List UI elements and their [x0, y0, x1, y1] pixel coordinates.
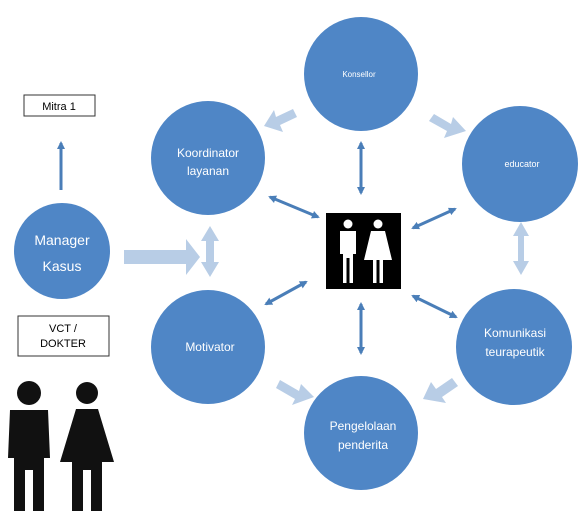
komunikasi-node: Komunikasi teurapeutik — [456, 289, 572, 405]
pengelolaan-label-line1: Pengelolaan — [330, 419, 397, 433]
koordinator-label-line2: layanan — [187, 164, 229, 178]
arrow-hub-educator — [411, 207, 457, 230]
konsellor-node: Konsellor — [304, 17, 418, 131]
vct-label-line2: DOKTER — [40, 338, 86, 350]
couple-silhouette-icon — [8, 381, 114, 511]
arrow-hub-komunikasi — [411, 294, 458, 319]
arrow-educator-komunikasi — [513, 222, 529, 275]
vct-dokter-box: VCT / DOKTER — [17, 315, 110, 357]
arrow-motivator-pengelolaan — [276, 380, 314, 405]
dark-connector-arrows — [57, 141, 458, 355]
motivator-node: Motivator — [151, 290, 265, 404]
motivator-label: Motivator — [185, 340, 234, 354]
konsellor-label: Konsellor — [342, 70, 376, 79]
arrow-hub-motivator — [264, 280, 308, 306]
manager-label-line1: Manager — [34, 232, 90, 248]
manager-label-line2: Kasus — [43, 258, 82, 274]
arrow-konsellor-educator — [429, 114, 466, 138]
arrow-koordinator-motivator — [201, 226, 219, 277]
arrow-komunikasi-pengelolaan — [423, 378, 458, 403]
komunikasi-label-line1: Komunikasi — [484, 326, 546, 340]
pengelolaan-label-line2: penderita — [338, 438, 388, 452]
arrow-manager-to-hub — [124, 239, 200, 275]
educator-label: educator — [504, 159, 539, 169]
mitra-label: Mitra 1 — [42, 101, 76, 113]
komunikasi-label-line2: teurapeutik — [485, 345, 545, 359]
arrow-koordinator-konsellor — [264, 109, 297, 132]
man-woman-restroom-icon — [326, 213, 401, 289]
koordinator-node: Koordinator layanan — [151, 101, 265, 215]
educator-node: educator — [462, 106, 578, 222]
koordinator-label-line1: Koordinator — [177, 146, 239, 160]
arrow-hub-koordinator — [268, 195, 320, 219]
manager-kasus-node: Manager Kasus — [14, 203, 110, 299]
light-connector-arrows — [124, 109, 529, 405]
pengelolaan-node: Pengelolaan penderita — [304, 376, 418, 490]
vct-label-line1: VCT / — [49, 323, 78, 335]
mitra-box: Mitra 1 — [23, 94, 96, 117]
